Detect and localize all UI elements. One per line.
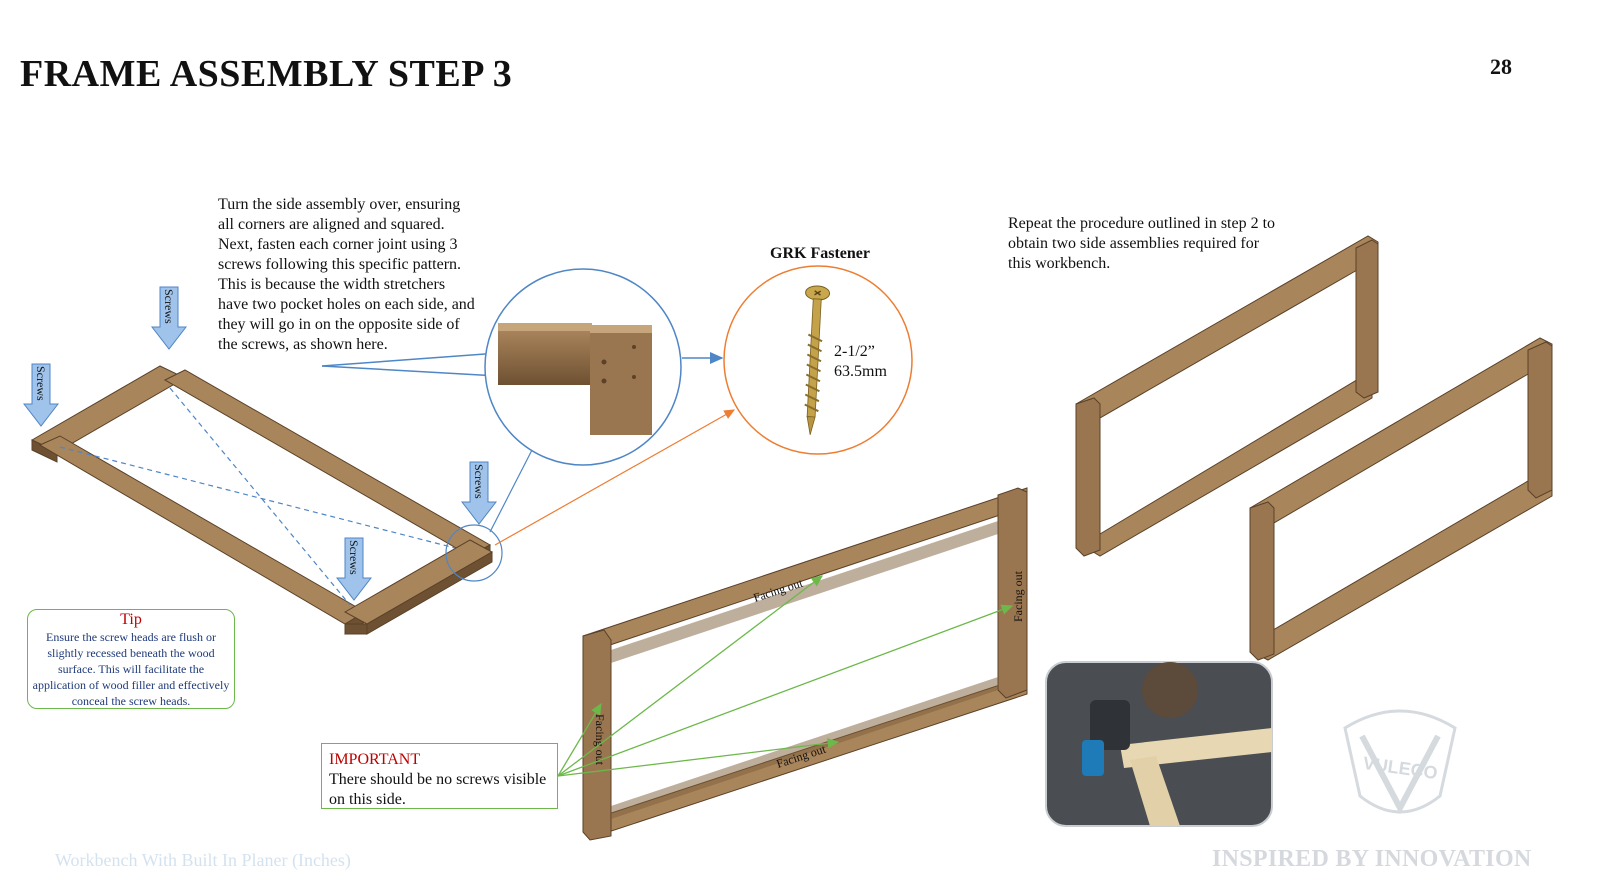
flat-frame [30,365,503,635]
fastener-size-inches: 2-1/2” [834,343,875,360]
fastener-size-mm: 63.5mm [834,363,887,380]
screw-arrows: Screws Screws Screws Screws [22,286,498,601]
important-title: IMPORTANT [329,751,421,768]
assembly-photo [1045,661,1273,827]
screw-arrow: Screws [150,286,188,350]
important-box: IMPORTANT There should be no screws visi… [321,743,558,809]
important-pointers [557,575,1014,777]
tip-box: Tip Ensure the screw heads are flush or … [27,609,235,709]
screw-arrow: Screws [335,537,373,601]
footer-document-title: Workbench With Built In Planer (Inches) [55,850,351,870]
upright-frame: Facing out Facing out Facing out Facing … [582,487,1028,841]
facing-out-label: Facing out [1011,570,1025,622]
screw-icon [804,285,831,435]
side-assembly-front [1249,337,1553,661]
important-body: There should be no screws visible on thi… [329,771,547,808]
tip-body: Ensure the screw heads are flush or slig… [32,630,230,708]
repeat-instructions: Repeat the procedure outlined in step 2 … [1008,215,1276,272]
fastener-title: GRK Fastener [770,245,870,262]
facing-out-label: Facing out [593,714,607,766]
screws-label: Screws [472,464,486,499]
page-title: FRAME ASSEMBLY STEP 3 [20,53,513,95]
screw-arrow: Screws [460,461,498,525]
vuleco-logo: VULECO [1343,709,1457,815]
fastener-zoom [723,265,913,455]
fastener-size: 2-1/2” 63.5mm [834,342,887,382]
tip-title: Tip [120,611,142,628]
screws-label: Screws [162,289,176,324]
screw-arrow: Screws [22,363,60,427]
intro-instructions: Turn the side assembly over, ensuring al… [218,196,475,353]
footer-tagline: INSPIRED BY INNOVATION [1212,846,1532,872]
screws-label: Screws [34,366,48,401]
screws-label: Screws [347,540,361,575]
side-assembly-back [1075,235,1379,557]
page-number: 28 [1490,54,1512,79]
corner-zoom [484,268,682,466]
